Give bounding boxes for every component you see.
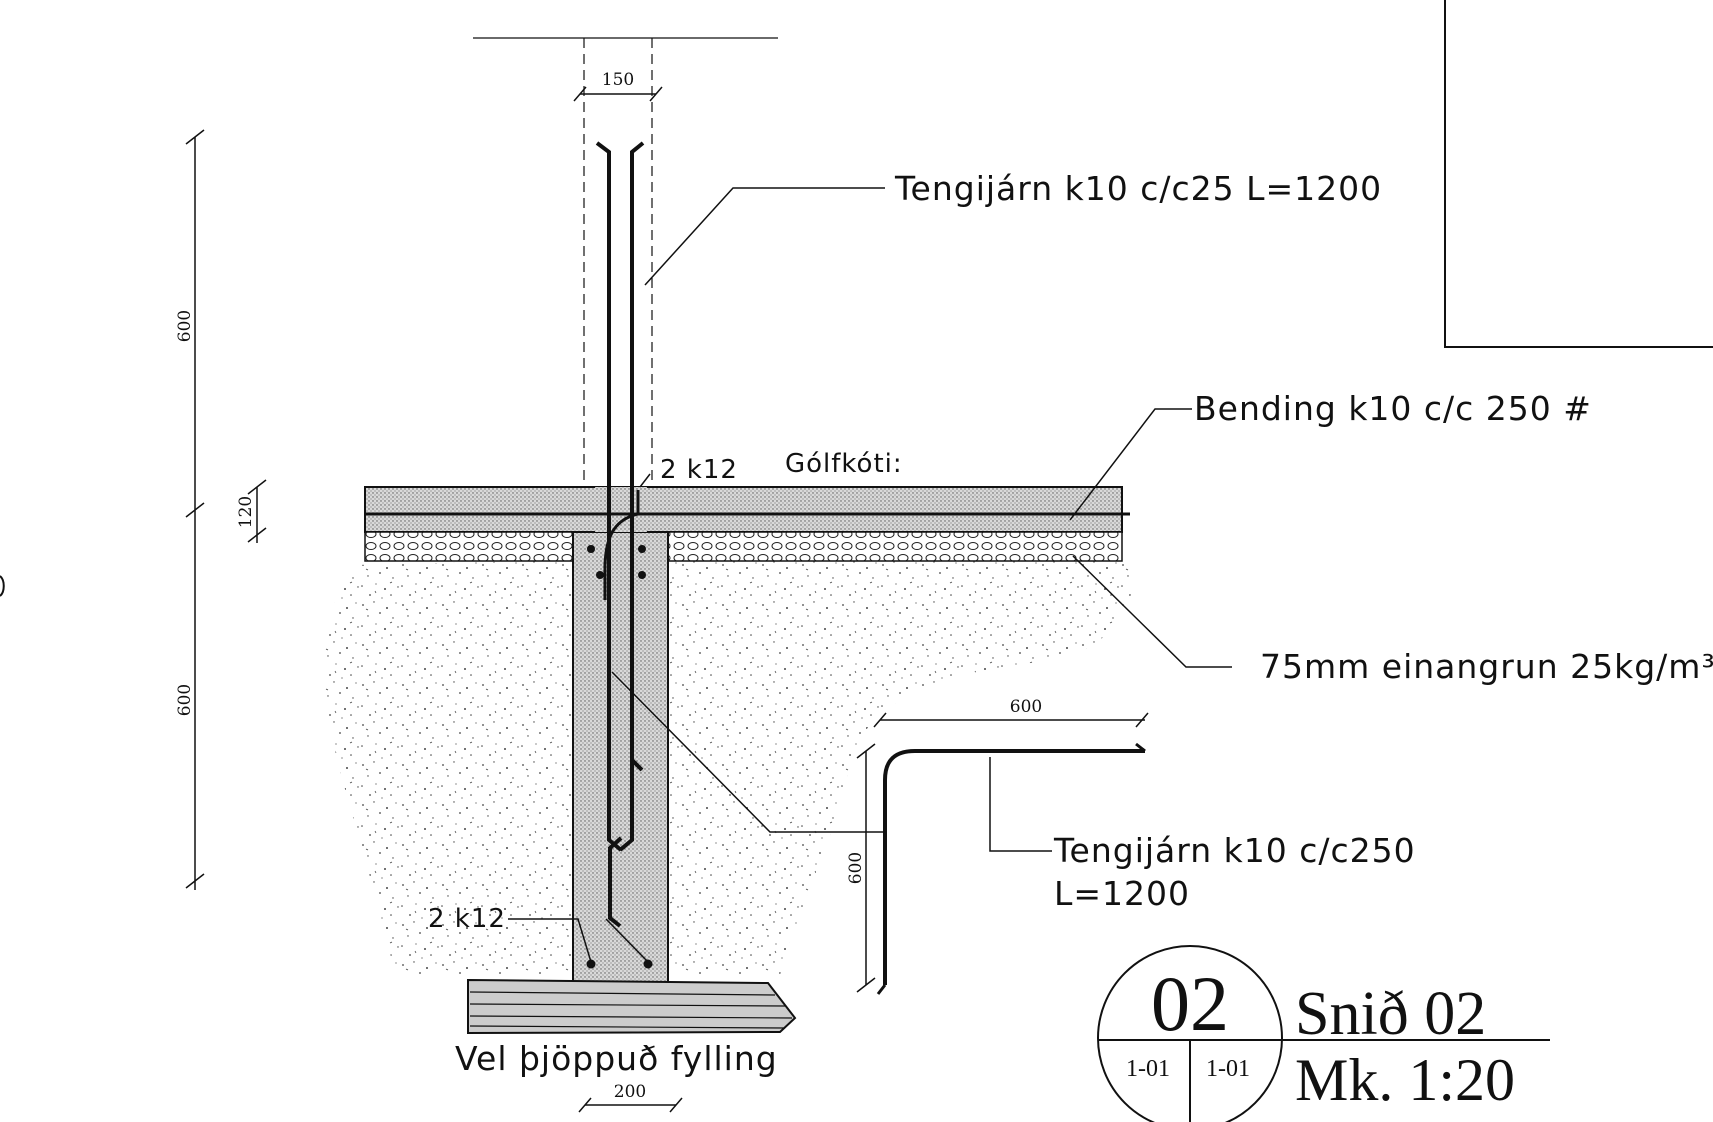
dim-600-upper-text: 600 [175, 310, 195, 342]
compacted-soil-right [668, 560, 1133, 975]
footing-hatch [469, 991, 793, 1029]
note-tengijarn-top: Tengijárn k10 c/c25 L=1200 [894, 169, 1382, 208]
dim-slab [247, 479, 267, 543]
dim-footing [578, 1097, 683, 1113]
dim-bar-h-text: 600 [1010, 697, 1042, 717]
sheet-ref-right: 1-01 [1206, 1056, 1250, 1082]
sheet-ref-left: 1-01 [1126, 1056, 1170, 1082]
starter-bars [595, 141, 645, 928]
dim-120-text: 120 [236, 496, 256, 528]
note-rebar-top: 2 k12 [660, 455, 738, 485]
title-block: 02 1-01 1-01 Snið 02 Mk. 1:20 [1097, 945, 1550, 1122]
floor-slab [364, 486, 1123, 533]
insulation-left [364, 531, 574, 562]
footing-pad [467, 978, 797, 1035]
note-fill: Vel þjöppuð fylling [455, 1039, 778, 1078]
l-bar-detail [883, 749, 1145, 985]
note-insulation: 75mm einangrun 25kg/m³ [1260, 647, 1713, 686]
dim-bar-v-text: 600 [846, 852, 866, 884]
dim-vertical-main [185, 129, 205, 890]
dim-wall-thickness [573, 86, 663, 102]
drawing-title: Snið 02 [1295, 980, 1486, 1048]
note-rebar-bottom: 2 k12 [428, 904, 506, 934]
dim-600-lower-text: 600 [175, 684, 195, 716]
drawing-scale: Mk. 1:20 [1295, 1047, 1515, 1113]
viewport-frame [1444, 0, 1713, 348]
dim-bar-horizontal [873, 712, 1149, 728]
section-circle [1097, 945, 1283, 1122]
note-golfkoti: Gólfkóti: [785, 449, 903, 479]
rebar-dots [586, 545, 653, 969]
dim-150-text: 150 [602, 70, 634, 90]
leader-lines [508, 187, 1232, 963]
note-bending: Bending k10 c/c 250 # [1194, 389, 1592, 428]
note-tengijarn-bottom-1: Tengijárn k10 c/c250 [1053, 831, 1416, 870]
section-number: 02 [1151, 960, 1229, 1047]
insulation-right [667, 531, 1123, 562]
note-tengijarn-bottom-2: L=1200 [1054, 874, 1190, 913]
bent-bar-slab [603, 490, 640, 600]
foundation-wall [572, 531, 669, 986]
edge-mark [0, 575, 5, 597]
dim-bar-vertical [856, 743, 876, 993]
dim-footing-text: 200 [614, 1082, 646, 1102]
upper-wall-outline [583, 38, 653, 487]
compacted-soil [323, 560, 575, 975]
